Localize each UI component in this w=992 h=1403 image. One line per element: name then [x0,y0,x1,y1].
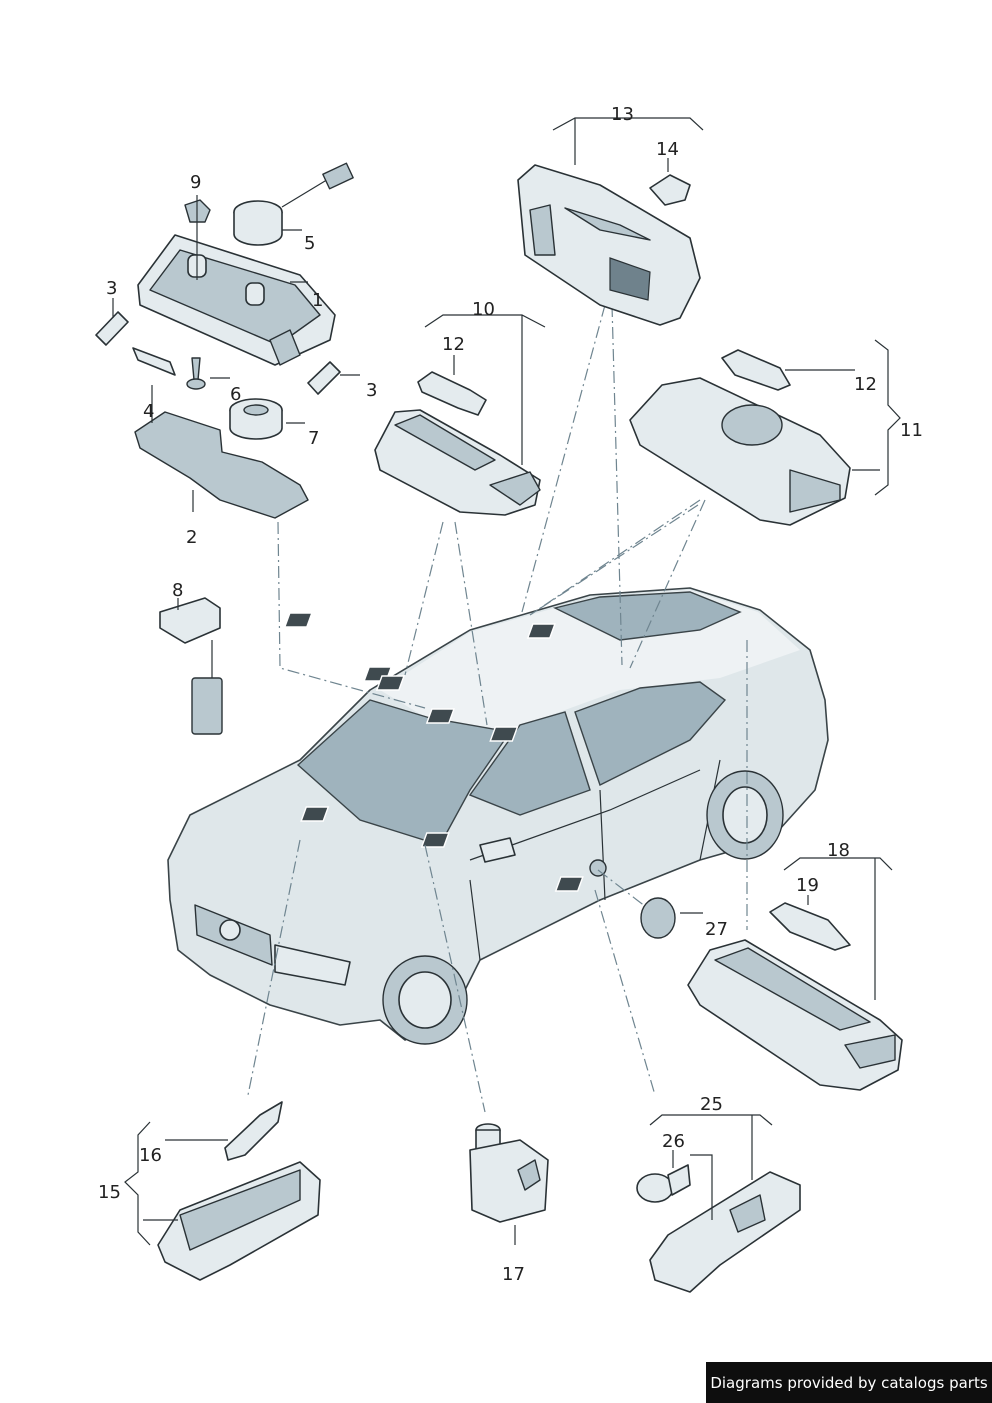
location-markers [283,612,584,892]
label-4: 4 [143,401,154,422]
lamp-part-25 [649,1171,801,1293]
label-19: 19 [796,875,819,896]
lamp-part-13 [517,164,701,326]
bulb-festoon [132,347,176,376]
label-2: 2 [186,527,197,548]
marker-roof-rear [283,612,313,628]
label-12-left: 12 [442,334,465,355]
label-16: 16 [139,1145,162,1166]
bulb-part-26 [636,1164,691,1203]
label-10: 10 [472,299,495,320]
side-mirror [479,837,516,863]
headlight [274,944,351,986]
rear-side-window [574,681,727,786]
bulb-part-3-right [307,361,341,395]
clip-part-14 [649,174,691,206]
lens-part-2 [134,411,309,519]
switch-part-8 [159,597,223,735]
rear-window [552,591,742,641]
car-illustration [167,587,829,1045]
label-26: 26 [662,1131,685,1152]
windshield [296,699,512,846]
label-25: 25 [700,1094,723,1115]
part-number-labels: 1 2 3 3 4 5 6 7 8 9 10 11 12 12 13 14 15… [98,104,923,1285]
trim-ring-part-7 [229,398,283,440]
lamp-part-11 [629,377,851,526]
credit-banner: Diagrams provided by catalogs parts [706,1362,992,1403]
marker-door-sill [554,876,584,892]
marker-front-roof-center [425,708,455,724]
label-8: 8 [172,580,183,601]
bulb-part-3-left [95,311,129,346]
label-5: 5 [304,233,315,254]
label-3-left: 3 [106,278,117,299]
label-11: 11 [900,420,923,441]
bulb-part-19 [769,902,851,951]
label-1: 1 [312,290,323,311]
lamp-part-10 [374,409,541,516]
label-9: 9 [190,172,201,193]
label-7: 7 [308,428,319,449]
marker-dash-right [420,832,450,848]
bulb-part-12-left [417,371,487,416]
marker-trunk [526,623,556,639]
label-14: 14 [656,139,679,160]
label-13: 13 [611,104,634,125]
label-17: 17 [502,1264,525,1285]
fuel-flap [589,859,607,877]
screw-part-6 [186,357,206,390]
overhead-console-assembly [137,234,336,366]
switch-part-17 [469,1123,549,1223]
label-3-right: 3 [366,380,377,401]
bulb-part-16 [224,1101,283,1161]
leader-lines [112,117,901,1246]
label-12-right: 12 [854,374,877,395]
bulb-part-12-right [721,349,791,391]
marker-front-roof-left [375,675,405,691]
cap-part-27 [640,897,676,939]
label-27: 27 [705,919,728,940]
label-6: 6 [230,384,241,405]
marker-dash-left [300,806,330,822]
lamp-part-18 [687,939,903,1091]
microphone-part-5 [233,162,354,246]
label-15: 15 [98,1182,121,1203]
marker-front-roof-right [489,726,519,742]
location-lines [247,304,748,1113]
badge-icon [219,919,241,941]
lamp-part-15 [157,1161,321,1281]
label-18: 18 [827,840,850,861]
